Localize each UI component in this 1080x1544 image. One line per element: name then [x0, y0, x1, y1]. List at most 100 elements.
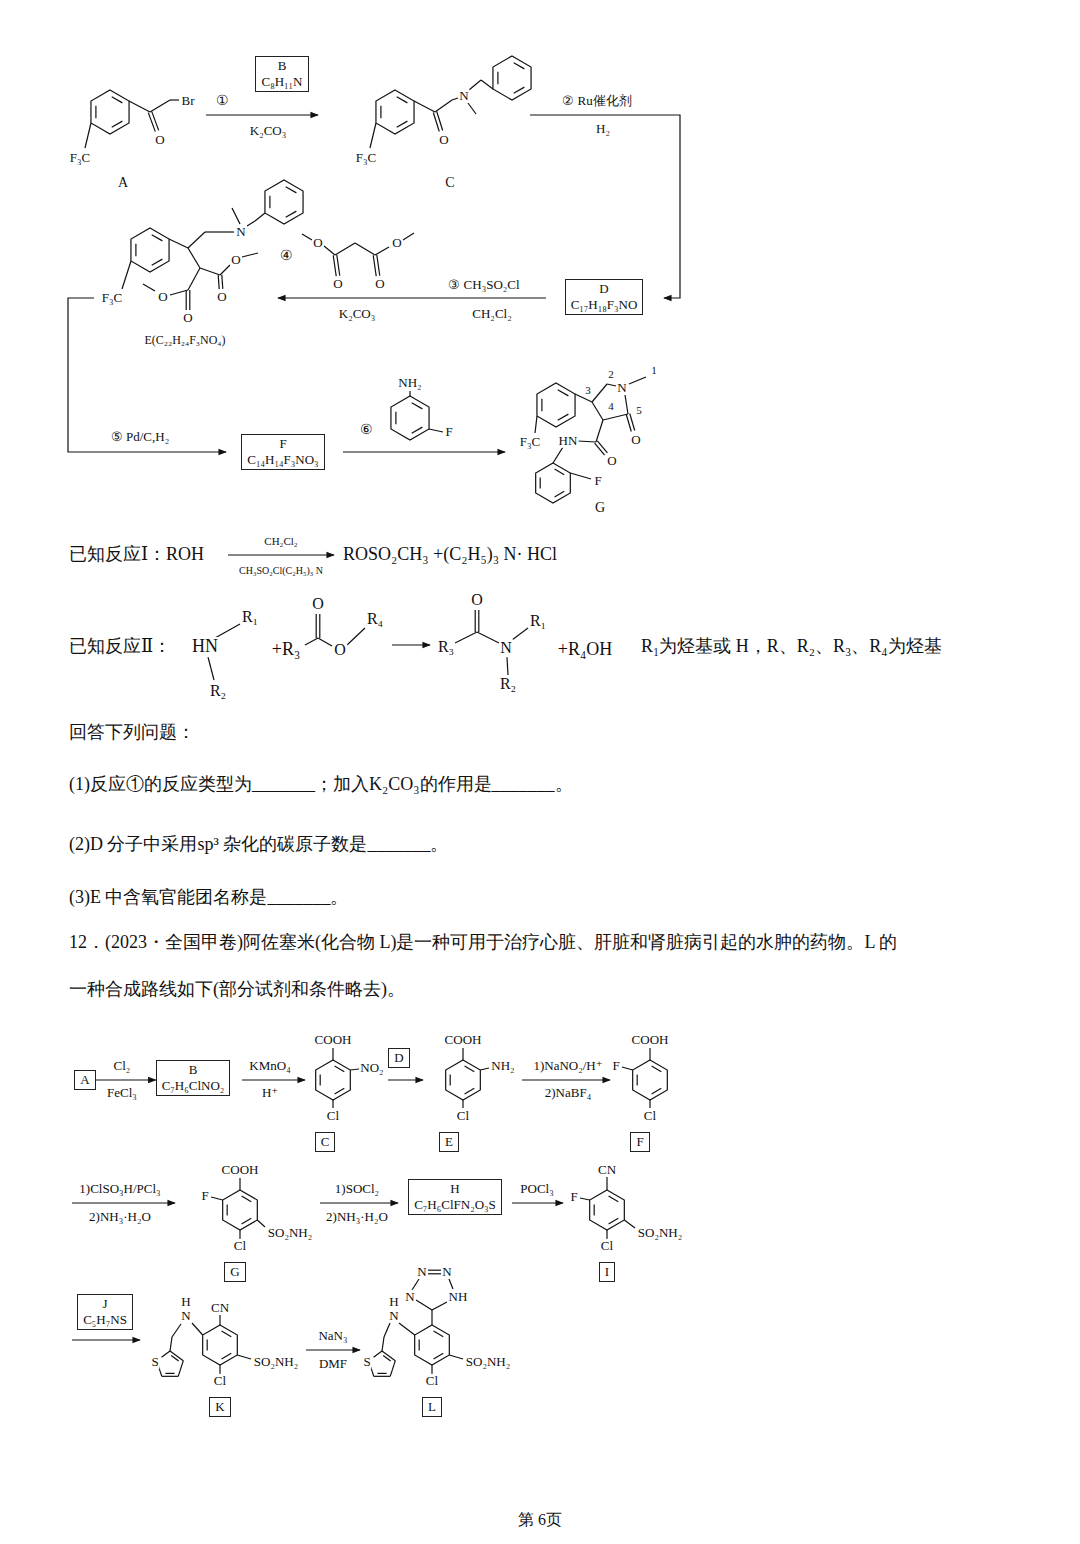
ring-double-bond [594, 1204, 595, 1215]
bond-line [512, 628, 528, 640]
compound-letter: D [571, 281, 638, 297]
atom-label: F [593, 474, 602, 488]
bond-line [85, 123, 91, 148]
benzene-ring [316, 1060, 351, 1100]
ring-double-bond [112, 97, 123, 103]
bond-line [188, 248, 200, 268]
double-bond [377, 255, 380, 276]
bond-line [416, 1300, 432, 1310]
ring-double-bond [377, 1373, 386, 1374]
condition-text: POCl₃ [519, 1182, 554, 1196]
reaction-arrow [206, 114, 318, 115]
atom-label: NH [448, 1290, 469, 1304]
bond-line [468, 103, 476, 114]
bond-line [592, 384, 607, 402]
atom-label: H [388, 1295, 399, 1309]
formula-box: K [209, 1397, 230, 1417]
atom-label: NO₂ [359, 1061, 384, 1075]
ring-double-bond [227, 1204, 228, 1215]
formula-box: I [599, 1262, 615, 1282]
bond-line [374, 1351, 382, 1357]
benzene-ring [537, 383, 575, 427]
bond-line [178, 1361, 183, 1377]
condition-text: 2)NaBF₄ [544, 1086, 592, 1100]
bond-line [211, 1197, 223, 1200]
locant-number: 5 [635, 404, 643, 416]
formula-box: HC₇H₆ClFN₂O₃S [408, 1179, 502, 1216]
atom-label: Cl [425, 1374, 439, 1388]
bond-line [580, 1198, 590, 1200]
bond-line [332, 1100, 333, 1108]
bond-line [553, 447, 563, 463]
compound-letter: A [80, 1072, 89, 1088]
bond-line [603, 414, 628, 420]
reaction-arrow [306, 1349, 360, 1350]
ring-double-bond [558, 414, 569, 420]
bond-line [305, 638, 318, 645]
benzene-ring [415, 1325, 450, 1365]
condition-text: FeCl₃ [106, 1086, 138, 1100]
compound-letter: E [445, 1134, 453, 1150]
bond-line [382, 1351, 395, 1361]
atom-label: F₃C [519, 435, 541, 449]
atom-label: COOH [221, 1163, 260, 1177]
atom-label: O [438, 133, 449, 147]
condition-text: 1)ClSO₃H/PCl₃ [78, 1182, 161, 1196]
atom-label: F [200, 1189, 209, 1203]
question-text: (3)E 中含氧官能团名称是_______。 [68, 888, 349, 908]
benzene-ring [91, 90, 129, 134]
bond-line [607, 384, 616, 386]
atom-label: O [311, 595, 325, 613]
double-bond [319, 614, 320, 638]
benzene-ring [265, 180, 303, 224]
bond-line [370, 123, 376, 148]
ring-double-bond [450, 1074, 451, 1085]
benzene-ring [493, 56, 531, 100]
bond-line [257, 1220, 265, 1227]
bond-line [150, 100, 170, 112]
benzene-ring [590, 1190, 625, 1230]
bond-line [350, 1069, 359, 1070]
atom-label: O [182, 311, 193, 325]
bond-line [535, 416, 537, 433]
bond-line [649, 1048, 650, 1060]
ring-double-bond [555, 469, 565, 475]
atom-label: +R₄OH [557, 640, 613, 660]
step-number: ① [215, 93, 230, 108]
double-bond [152, 111, 159, 130]
double-bond [437, 111, 443, 130]
atom-label: Br [181, 94, 196, 108]
condition-text: KMnO₄ [248, 1059, 291, 1073]
ring-double-bond [207, 1339, 208, 1350]
bond-line [232, 208, 240, 224]
condition-text: Cl₂ [113, 1059, 132, 1073]
benzene-ring [131, 228, 169, 272]
reaction-arrow [512, 1202, 563, 1203]
bond-line [570, 473, 591, 479]
atom-label: O [154, 133, 165, 147]
formula-box: D [388, 1048, 409, 1068]
ring-double-bond [171, 1355, 178, 1360]
reaction-arrow [96, 1079, 156, 1080]
condition-text: CH₃SO₂Cl(C₂H₅)₃ N [238, 565, 324, 576]
bond-line [332, 1048, 333, 1060]
question-text: R₁为烃基或 H，R、R₂、R₃、R₄为烃基 [640, 637, 943, 657]
bond-line [578, 441, 596, 442]
atom-label: SO₂NH₂ [465, 1355, 511, 1369]
page-number: 第 6页 [517, 1511, 563, 1529]
bond-line [129, 101, 150, 112]
locant-number: 1 [650, 364, 658, 376]
condition-text: 2)NH₃·H₂O [88, 1210, 152, 1224]
bond-line [170, 290, 188, 295]
atom-label: O [230, 253, 241, 267]
atom-label: O [333, 641, 347, 659]
condition-text: NaN₃ [317, 1329, 348, 1343]
formula-box: G [224, 1262, 245, 1282]
atom-label: HN [558, 434, 579, 448]
compound-label: A [117, 175, 129, 190]
atom-label: F₃C [101, 291, 123, 305]
bond-line [170, 99, 179, 100]
locant-number: 3 [584, 384, 592, 396]
locant-number: 2 [607, 368, 615, 380]
